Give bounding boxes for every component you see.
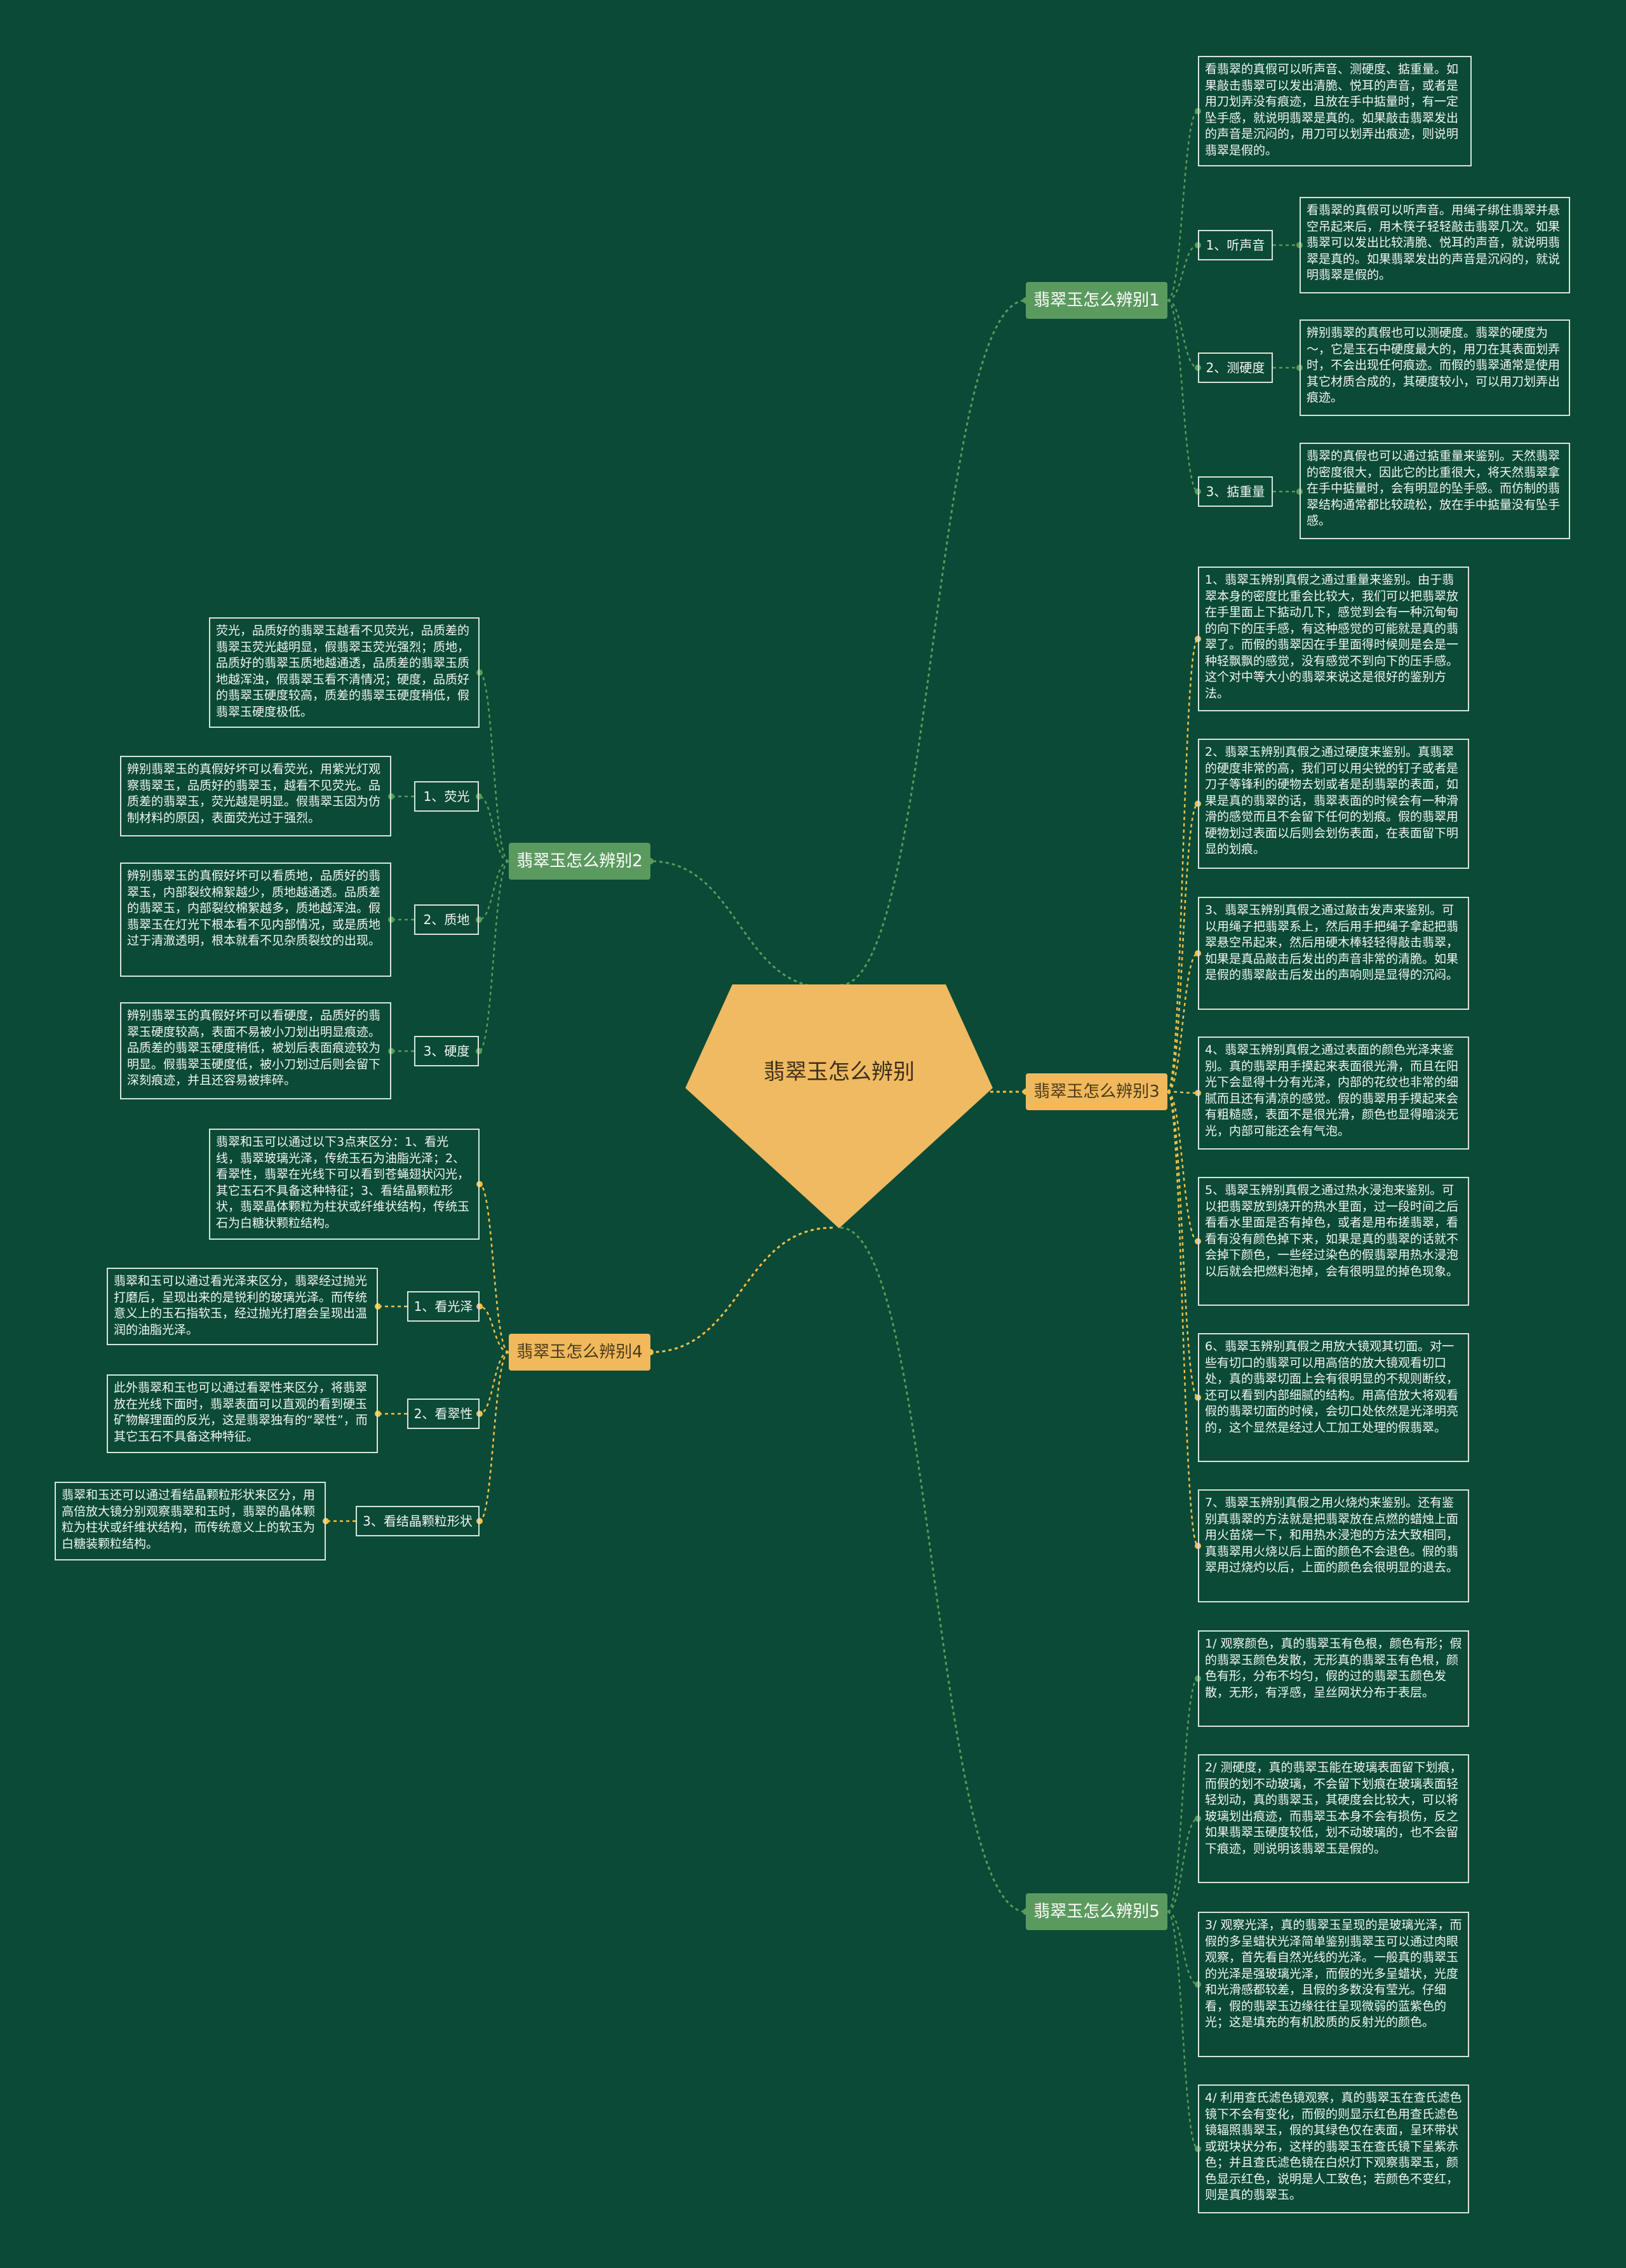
connector-38 bbox=[1167, 1677, 1199, 1913]
branch-2-sub-1-label[interactable]: 1、荧光 bbox=[414, 781, 479, 812]
connector-20 bbox=[1167, 299, 1199, 493]
branch-2-sub-2-text: 辨别翡翠玉的真假好坏可以看质地，品质好的翡翠玉，内部裂纹棉絮越少，质地越通透。品… bbox=[120, 862, 391, 977]
connector-dot-59 bbox=[388, 1048, 394, 1054]
branch-1-label[interactable]: 翡翠玉怎么辨别1 bbox=[1026, 282, 1167, 319]
connector-dot-67 bbox=[476, 1411, 483, 1417]
branch-3-item-4: 4、翡翠玉辨别真假之通过表面的颜色光泽来鉴别。真的翡翠用手摸起来表面很光滑，而且… bbox=[1198, 1037, 1469, 1150]
connector-dot-69 bbox=[375, 1411, 381, 1417]
branch-2-label[interactable]: 翡翠玉怎么辨别2 bbox=[509, 843, 650, 880]
branch-4-sub-1-label[interactable]: 1、看光泽 bbox=[407, 1291, 480, 1322]
connector-48 bbox=[478, 795, 509, 862]
connector-66 bbox=[479, 1351, 509, 1415]
branch-4-sub-2-text: 此外翡翠和玉也可以通过看翠性来区分，将翡翠放在光线下面时，翡翠表面可以直观的看到… bbox=[107, 1374, 378, 1453]
connector-40 bbox=[1167, 1818, 1199, 1913]
connector-dot-61 bbox=[476, 1181, 483, 1188]
connector-2 bbox=[650, 860, 828, 989]
branch-5-label[interactable]: 翡翠玉怎么辨别5 bbox=[1026, 1893, 1167, 1930]
root-label: 翡翠玉怎么辨别 bbox=[763, 1059, 915, 1085]
branch-3-item-2: 2、翡翠玉辨别真假之通过硬度来鉴别。真翡翠的硬度非常的高，我们可以用尖锐的钉子或… bbox=[1198, 739, 1469, 869]
branch-2-intro: 荧光，品质好的翡翠玉越看不见荧光，品质差的翡翠玉荧光越明显，假翡翠玉荧光强烈；质… bbox=[209, 617, 480, 728]
root-node-shape bbox=[685, 984, 993, 1228]
connector-70 bbox=[479, 1351, 509, 1522]
branch-4-sub-3-label[interactable]: 3、看结晶颗粒形状 bbox=[356, 1506, 480, 1536]
branch-4-sub-1-text: 翡翠和玉可以通过看光泽来区分，翡翠经过抛光打磨后，呈现出来的是锐利的玻璃光泽。而… bbox=[107, 1268, 378, 1345]
branch-4-label[interactable]: 翡翠玉怎么辨别4 bbox=[509, 1334, 650, 1371]
branch-2-sub-1-text: 辨别翡翠玉的真假好坏可以看荧光，用紫光灯观察翡翠玉，品质好的翡翠玉，越看不见荧光… bbox=[120, 756, 391, 836]
branch-5-item-2: 2/ 测硬度，真的翡翠玉能在玻璃表面留下划痕，而假的划不动玻璃，不会留下划痕在玻… bbox=[1198, 1754, 1469, 1883]
connector-dot-53 bbox=[476, 916, 482, 923]
branch-1-sub-2-label[interactable]: 2、测硬度 bbox=[1198, 352, 1273, 383]
connector-dot-73 bbox=[323, 1518, 329, 1524]
branch-2-sub-3-label[interactable]: 3、硬度 bbox=[414, 1036, 479, 1066]
connector-dot-49 bbox=[476, 793, 482, 800]
connector-0 bbox=[840, 299, 1026, 986]
branch-1-sub-2-text: 辨别翡翠的真假也可以测硬度。翡翠的硬度为～，它是玉石中硬度最大的，用刀在其表面划… bbox=[1300, 319, 1570, 416]
branch-4-sub-3-text: 翡翠和玉还可以通过看结晶颗粒形状来区分，用高倍放大镜分别观察翡翠和玉时，翡翠的晶… bbox=[55, 1482, 326, 1560]
branch-5-item-1: 1/ 观察颜色，真的翡翠玉有色根，颜色有形；假的翡翠玉颜色发散，无形真的翡翠玉有… bbox=[1198, 1630, 1469, 1727]
connector-62 bbox=[479, 1305, 509, 1353]
connector-dot-63 bbox=[476, 1303, 483, 1310]
connector-46 bbox=[479, 671, 509, 862]
connector-dot-51 bbox=[388, 793, 394, 800]
connector-10 bbox=[1167, 110, 1199, 302]
branch-1-sub-3-text: 翡翠的真假也可以通过掂重量来鉴别。天然翡翠的密度很大，因此它的比重很大，将天然翡… bbox=[1300, 443, 1570, 539]
connector-34 bbox=[1166, 1090, 1199, 1399]
branch-2-sub-3-text: 辨别翡翠玉的真假好坏可以看硬度，品质好的翡翠玉硬度较高，表面不易被小刀划出明显痕… bbox=[120, 1002, 391, 1099]
branch-3-item-7: 7、翡翠玉辨别真假之用火烧灼来鉴别。还有鉴别真翡翠的方法就是把翡翠放在点燃的蜡烛… bbox=[1198, 1489, 1469, 1602]
branch-3-item-3: 3、翡翠玉辨别真假之通过敲击发声来鉴别。可以用绳子把翡翠系上，然后用手把绳子拿起… bbox=[1198, 897, 1469, 1010]
branch-1-sub-3-label[interactable]: 3、掂重量 bbox=[1198, 476, 1273, 507]
connector-dot-65 bbox=[375, 1303, 381, 1310]
connector-8 bbox=[840, 1226, 1026, 1913]
connector-16 bbox=[1167, 299, 1199, 369]
connector-28 bbox=[1167, 952, 1199, 1093]
connector-dot-55 bbox=[388, 916, 394, 923]
branch-5-item-4: 4/ 利用查氏滤色镜观察，真的翡翠玉在查氏滤色镜下不会有变化，而假的则显示红色用… bbox=[1198, 2084, 1469, 2213]
connector-52 bbox=[478, 860, 509, 921]
branch-3-item-1: 1、翡翠玉辨别真假之通过重量来鉴别。由于翡翠本身的密度比重会比较大，我们可以把翡… bbox=[1198, 567, 1469, 711]
branch-2-sub-2-label[interactable]: 2、质地 bbox=[414, 904, 479, 935]
connector-60 bbox=[479, 1183, 509, 1353]
connector-6 bbox=[650, 1226, 833, 1353]
branch-3-item-5: 5、翡翠玉辨别真假之通过热水浸泡来鉴别。可以把翡翠放到烧开的热水里面，过一段时间… bbox=[1198, 1177, 1469, 1306]
connector-26 bbox=[1166, 803, 1199, 1093]
branch-1-sub-1-text: 看翡翠的真假可以听声音。用绳子绑住翡翠并悬空吊起来后，用木筷子轻轻敲击翡翠几次。… bbox=[1300, 197, 1570, 293]
branch-1-intro: 看翡翠的真假可以听声音、测硬度、掂重量。如果敲击翡翠可以发出清脆、悦耳的声音，或… bbox=[1198, 56, 1472, 166]
connector-56 bbox=[478, 860, 509, 1052]
connector-dot-57 bbox=[476, 1048, 482, 1054]
connector-32 bbox=[1167, 1090, 1199, 1242]
connector-dot-71 bbox=[476, 1518, 483, 1524]
connector-30 bbox=[1167, 1090, 1199, 1094]
branch-5-item-3: 3/ 观察光泽，真的翡翠玉呈现的是玻璃光泽，而假的多呈蜡状光泽简单鉴别翡翠玉可以… bbox=[1198, 1912, 1469, 2057]
branch-4-intro: 翡翠和玉可以通过以下3点来区分：1、看光线，翡翠玻璃光泽，传统玉石为油脂光泽；2… bbox=[209, 1129, 480, 1240]
connector-24 bbox=[1166, 638, 1199, 1093]
connector-12 bbox=[1167, 244, 1199, 302]
branch-4-sub-2-label[interactable]: 2、看翠性 bbox=[407, 1399, 480, 1429]
branch-3-label[interactable]: 翡翠玉怎么辨别3 bbox=[1026, 1073, 1167, 1110]
branch-3-item-6: 6、翡翠玉辨别真假之用放大镜观其切面。对一些有切口的翡翠可以用高倍的放大镜观看切… bbox=[1198, 1333, 1469, 1462]
connector-44 bbox=[1167, 1910, 1199, 2150]
connector-36 bbox=[1166, 1090, 1199, 1547]
branch-1-sub-1-label[interactable]: 1、听声音 bbox=[1198, 230, 1273, 260]
connector-42 bbox=[1167, 1910, 1199, 1985]
connector-dot-47 bbox=[476, 669, 483, 676]
